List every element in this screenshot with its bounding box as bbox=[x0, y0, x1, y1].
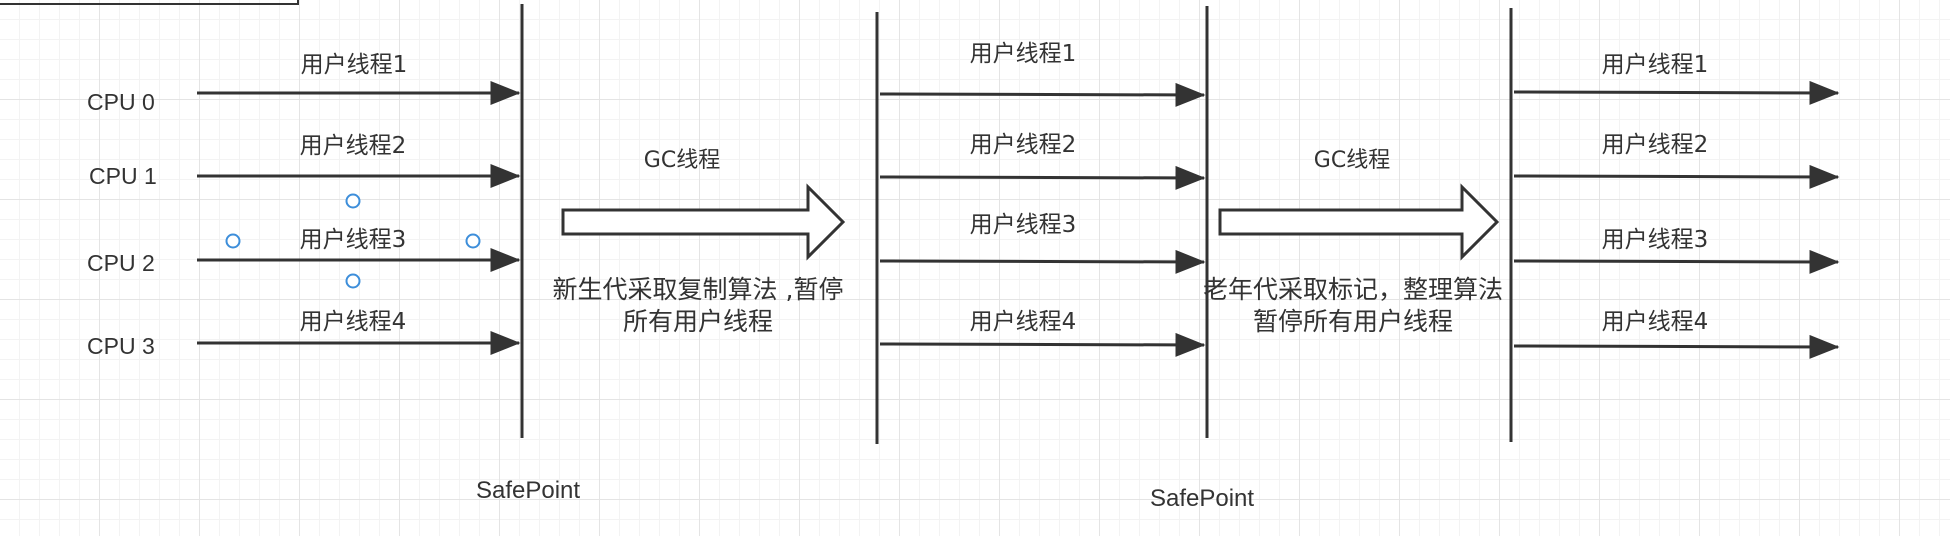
selection-handle[interactable] bbox=[465, 233, 481, 249]
thread-label: 用户线程1 bbox=[300, 52, 408, 78]
cpu-label: CPU 0 bbox=[87, 89, 155, 115]
thread-label: 用户线程1 bbox=[969, 41, 1077, 67]
gc-description: 新生代采取复制算法 ,暂停所有用户线程 bbox=[552, 275, 844, 336]
cpu-label: CPU 3 bbox=[87, 333, 155, 359]
thread-label: 用户线程4 bbox=[299, 309, 407, 335]
thread-label: 用户线程3 bbox=[299, 227, 407, 253]
gc-thread-label: GC线程 bbox=[1313, 148, 1391, 173]
thread-arrow bbox=[1513, 249, 1840, 274]
thread-label: 用户线程3 bbox=[969, 212, 1077, 238]
cpu-label: CPU 2 bbox=[87, 250, 155, 276]
thread-arrow bbox=[879, 249, 1206, 274]
thread-label: 用户线程2 bbox=[299, 133, 407, 159]
gc-block-arrow-2 bbox=[1218, 183, 1500, 261]
thread-label: 用户线程3 bbox=[1601, 227, 1709, 253]
thread-arrow bbox=[1513, 164, 1840, 189]
thread-arrow bbox=[879, 82, 1206, 107]
thread-arrow bbox=[1513, 80, 1840, 105]
thread-label: 用户线程2 bbox=[969, 132, 1077, 158]
thread-label: 用户线程4 bbox=[969, 309, 1077, 335]
thread-arrow bbox=[879, 165, 1206, 190]
selection-handle[interactable] bbox=[345, 273, 361, 289]
gc-block-arrow-1 bbox=[561, 183, 846, 261]
gc-description: 老年代采取标记，整理算法暂停所有用户线程 bbox=[1203, 275, 1504, 336]
safepoint-label: SafePoint bbox=[475, 477, 581, 504]
thread-arrow bbox=[1513, 334, 1840, 359]
partial-frame-border bbox=[0, 0, 299, 5]
gc-thread-label: GC线程 bbox=[643, 148, 721, 173]
selection-handle[interactable] bbox=[225, 233, 241, 249]
safepoint-label: SafePoint bbox=[1149, 485, 1255, 512]
thread-arrow bbox=[879, 332, 1206, 357]
selection-handle[interactable] bbox=[345, 193, 361, 209]
thread-label: 用户线程1 bbox=[1601, 52, 1709, 78]
thread-label: 用户线程2 bbox=[1601, 132, 1709, 158]
cpu-label: CPU 1 bbox=[89, 163, 157, 189]
thread-label: 用户线程4 bbox=[1601, 309, 1709, 335]
